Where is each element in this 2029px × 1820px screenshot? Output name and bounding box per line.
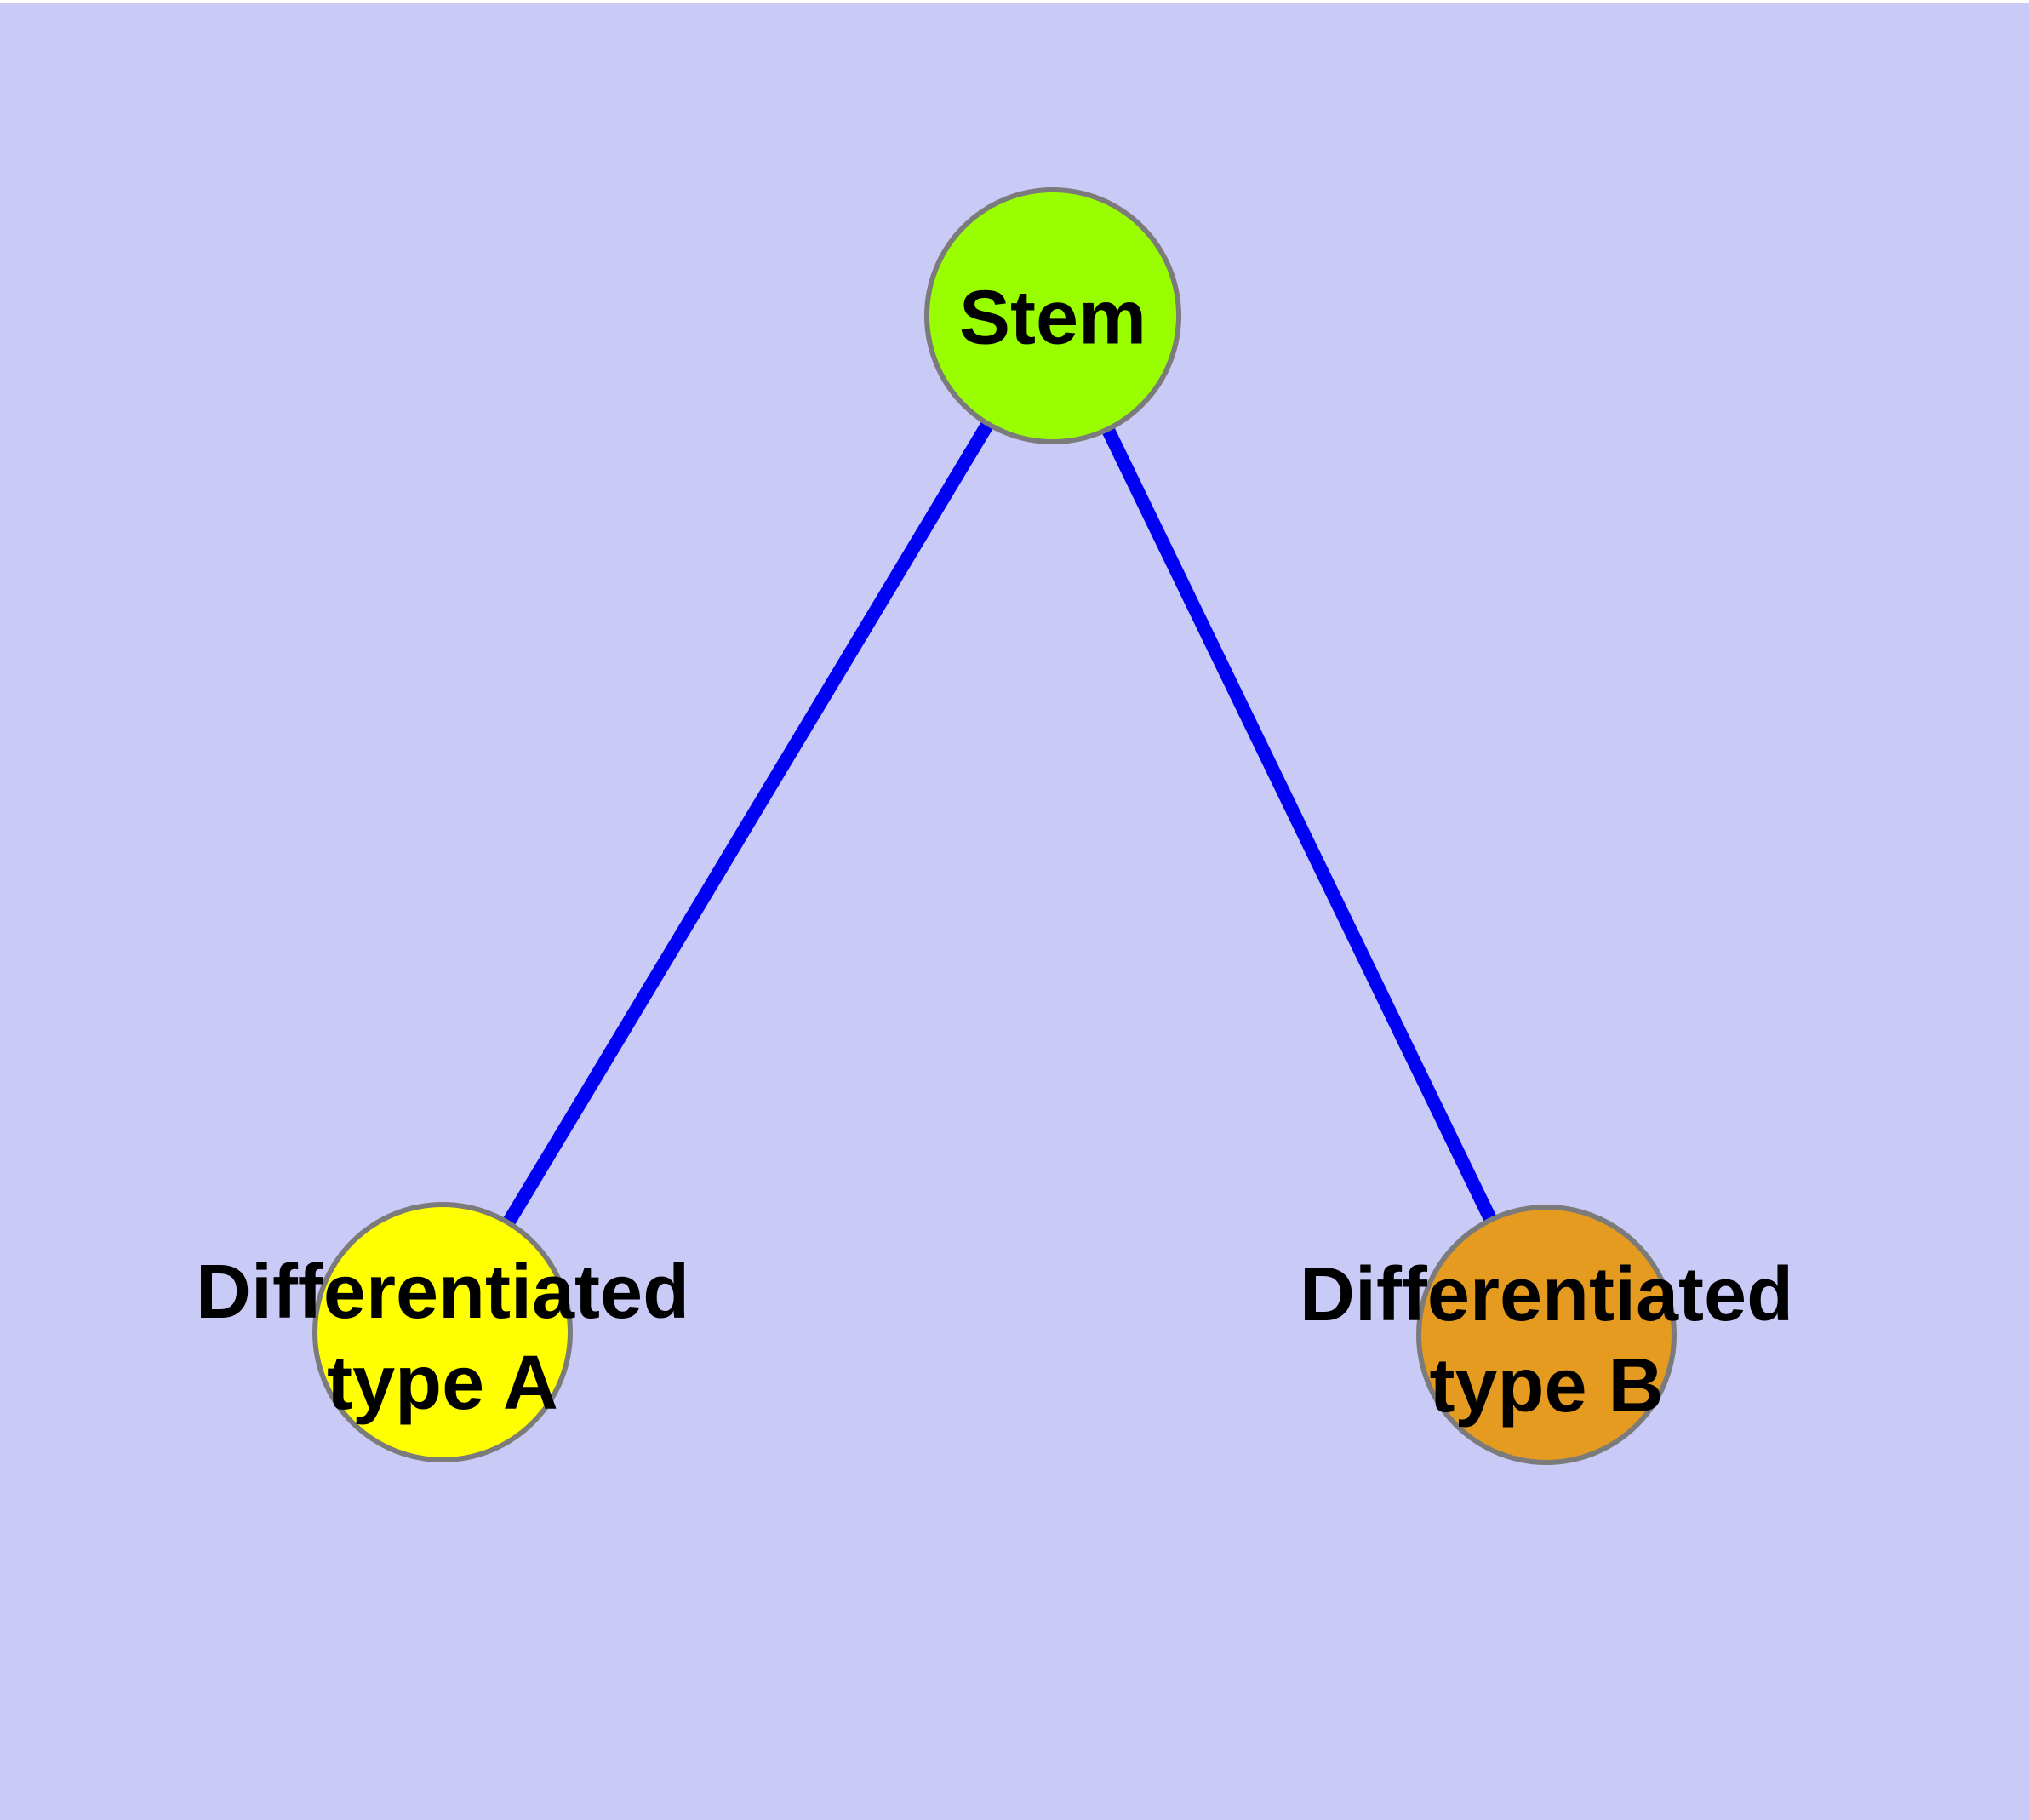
edge-stem-to-type-a bbox=[437, 312, 1059, 1336]
node-type-a-circle[interactable] bbox=[312, 1202, 573, 1462]
node-type-b-circle[interactable] bbox=[1416, 1205, 1677, 1465]
node-type-b-label: Differentiated type B bbox=[1300, 1250, 1793, 1432]
node-stem-circle[interactable] bbox=[924, 187, 1181, 444]
node-stem-label: Stem bbox=[959, 272, 1146, 363]
edge-stem-to-type-b bbox=[1046, 312, 1553, 1338]
node-type-b-label-line2: type B bbox=[1429, 1343, 1664, 1428]
node-type-b-label-line1: Differentiated bbox=[1299, 1251, 1794, 1337]
node-type-a-label-line2: type A bbox=[327, 1341, 558, 1426]
node-stem-label-line1: Stem bbox=[958, 275, 1147, 361]
node-type-a-label-line1: Differentiated bbox=[195, 1249, 690, 1335]
node-type-a-label: Differentiated type A bbox=[196, 1247, 689, 1429]
top-edge-strip bbox=[0, 0, 2029, 3]
